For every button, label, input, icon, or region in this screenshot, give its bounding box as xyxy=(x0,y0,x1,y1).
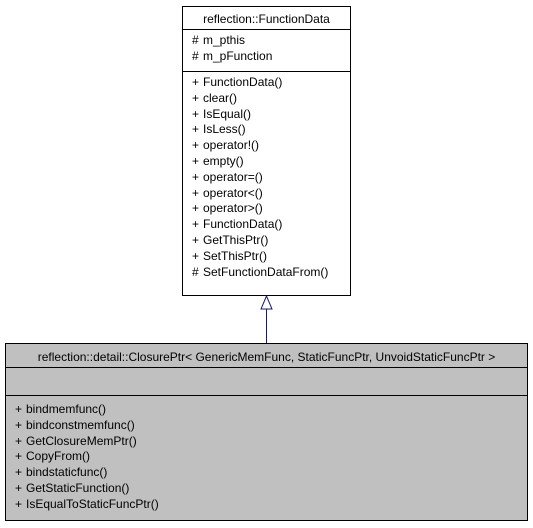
operation-name: bindmemfunc() xyxy=(26,402,107,416)
visibility-marker: + xyxy=(192,122,200,137)
visibility-marker: + xyxy=(15,433,23,448)
attribute-name: m_pthis xyxy=(203,33,246,47)
operation-row: # SetFunctionDataFrom() xyxy=(192,265,350,281)
operation-name: GetClosureMemPtr() xyxy=(26,433,137,448)
base-class-operations: +FunctionData() +clear() +IsEqual() +IsL… xyxy=(183,71,350,295)
derived-class-box[interactable]: reflection::detail::ClosurePtr< GenericM… xyxy=(5,343,528,521)
operation-row: +operator<() xyxy=(192,186,350,202)
visibility-marker: + xyxy=(192,248,200,263)
operation-name: bindconstmemfunc() xyxy=(26,417,135,432)
operation-name: GetStaticFunction() xyxy=(26,480,130,495)
operation-name: FunctionData() xyxy=(203,217,283,232)
visibility-marker: # xyxy=(192,33,199,47)
visibility-marker: + xyxy=(15,465,23,480)
visibility-marker: + xyxy=(192,138,200,153)
operation-name: empty() xyxy=(203,153,244,168)
attribute-row: # m_pFunction xyxy=(192,49,350,65)
operation-row: +SetThisPtr() xyxy=(192,249,350,265)
operation-name: SetThisPtr() xyxy=(203,248,268,263)
attribute-name: m_pFunction xyxy=(203,48,273,63)
base-class-title: reflection::FunctionData xyxy=(203,12,330,26)
base-class-attributes: # m_pthis # m_pFunction xyxy=(183,29,350,71)
visibility-marker: + xyxy=(192,169,200,184)
operation-row: +FunctionData() xyxy=(192,75,350,91)
visibility-marker: # xyxy=(192,264,199,279)
operation-name: IsEqual() xyxy=(203,106,252,121)
operation-name: operator>() xyxy=(203,201,263,216)
visibility-marker: + xyxy=(15,402,23,416)
operation-row: +GetClosureMemPtr() xyxy=(15,434,527,450)
operation-row: +IsEqualToStaticFuncPtr() xyxy=(15,497,527,513)
inheritance-arrowhead xyxy=(260,294,273,310)
visibility-marker: + xyxy=(192,90,200,105)
operation-name: IsEqualToStaticFuncPtr() xyxy=(26,496,159,511)
visibility-marker: + xyxy=(192,232,200,247)
operation-name: operator=() xyxy=(203,169,263,184)
operation-row: +operator>() xyxy=(192,201,350,217)
visibility-marker: + xyxy=(192,75,200,89)
visibility-marker: + xyxy=(192,185,200,200)
operation-name: CopyFrom() xyxy=(26,449,91,464)
attribute-row: # m_pthis xyxy=(192,33,350,49)
visibility-marker: # xyxy=(192,48,199,63)
visibility-marker: + xyxy=(15,480,23,495)
visibility-marker: + xyxy=(15,449,23,464)
visibility-marker: + xyxy=(192,217,200,232)
derived-class-operations: +bindmemfunc() +bindconstmemfunc() +GetC… xyxy=(6,395,527,520)
visibility-marker: + xyxy=(192,106,200,121)
operation-row: +bindconstmemfunc() xyxy=(15,418,527,434)
operation-name: SetFunctionDataFrom() xyxy=(203,264,329,279)
operation-name: operator!() xyxy=(203,138,260,153)
operation-row: +GetStaticFunction() xyxy=(15,481,527,497)
visibility-marker: + xyxy=(192,153,200,168)
operation-row: +bindmemfunc() xyxy=(15,402,527,418)
operation-row: +IsLess() xyxy=(192,122,350,138)
operation-row: +IsEqual() xyxy=(192,107,350,123)
operation-row: +FunctionData() xyxy=(192,217,350,233)
operation-name: operator<() xyxy=(203,185,263,200)
operation-row: +operator=() xyxy=(192,170,350,186)
operation-name: IsLess() xyxy=(203,122,246,137)
operation-row: +operator!() xyxy=(192,138,350,154)
operation-row: +empty() xyxy=(192,154,350,170)
visibility-marker: + xyxy=(192,201,200,216)
operation-name: bindstaticfunc() xyxy=(26,465,108,480)
derived-class-attributes xyxy=(6,367,527,395)
operation-row: +bindstaticfunc() xyxy=(15,465,527,481)
derived-class-title: reflection::detail::ClosurePtr< GenericM… xyxy=(37,350,496,364)
base-class-box[interactable]: reflection::FunctionData #m_pthis #m_pFu… xyxy=(182,6,351,296)
operation-row: +clear() xyxy=(192,91,350,107)
visibility-marker: + xyxy=(15,417,23,432)
operation-name: clear() xyxy=(203,90,238,105)
operation-row: +CopyFrom() xyxy=(15,449,527,465)
visibility-marker: + xyxy=(15,496,23,511)
operation-name: GetThisPtr() xyxy=(203,232,269,247)
operation-row: +GetThisPtr() xyxy=(192,233,350,249)
operation-name: FunctionData() xyxy=(203,75,283,89)
